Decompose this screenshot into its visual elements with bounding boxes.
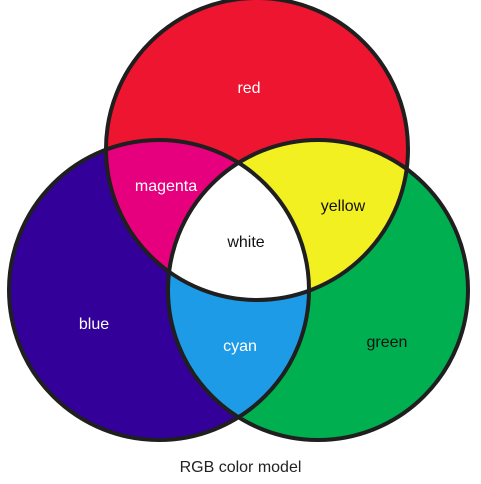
label-green: green bbox=[367, 334, 408, 351]
green-circle-outline bbox=[166, 138, 470, 442]
label-white: white bbox=[226, 234, 264, 251]
label-yellow: yellow bbox=[321, 198, 366, 215]
label-cyan: cyan bbox=[223, 338, 257, 355]
label-blue: blue bbox=[79, 316, 109, 333]
white-overlap bbox=[168, 140, 309, 300]
blue-circle-outline bbox=[7, 138, 311, 442]
label-magenta: magenta bbox=[135, 178, 197, 195]
diagram-caption: RGB color model bbox=[179, 459, 302, 476]
label-red: red bbox=[237, 80, 260, 97]
